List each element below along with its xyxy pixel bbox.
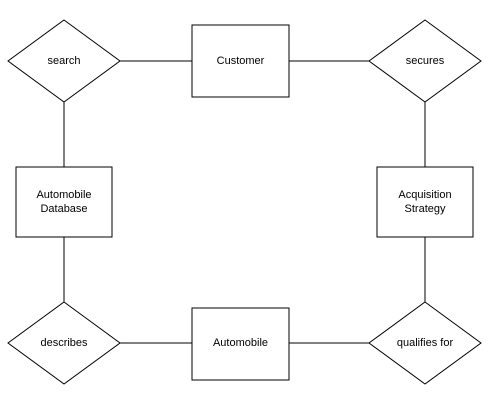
entity-acquisition-strategy[interactable]: Acquisition Strategy	[376, 166, 474, 238]
entity-acquisition-strategy-label: Acquisition	[398, 189, 451, 201]
relationship-describes-label: describes	[40, 337, 88, 349]
relationship-qualifies-for-label: qualifies for	[397, 337, 454, 349]
relationship-secures[interactable]: secures	[368, 19, 482, 103]
relationship-describes-diamond	[7, 301, 121, 385]
relationship-secures-diamond	[368, 19, 482, 103]
entity-automobile-database-label: Automobile	[36, 189, 91, 201]
entity-automobile-box	[191, 307, 290, 381]
relationship-secures-label: secures	[406, 55, 445, 67]
relationship-describes[interactable]: describes	[7, 301, 121, 385]
relationship-search-diamond	[7, 19, 121, 103]
relationship-qualifies-for-diamond	[368, 301, 482, 385]
entity-acquisition-strategy-label-line2: Strategy	[405, 203, 446, 215]
entity-automobile-database-box	[15, 166, 113, 238]
relationship-qualifies-for[interactable]: qualifies for	[368, 301, 482, 385]
entity-customer-box	[191, 24, 290, 98]
entity-customer[interactable]: Customer	[191, 24, 290, 98]
entity-automobile-database-label-line2: Database	[40, 203, 87, 215]
relationship-search[interactable]: search	[7, 19, 121, 103]
entity-automobile[interactable]: Automobile	[191, 307, 290, 381]
entity-automobile-database[interactable]: Automobile Database	[15, 166, 113, 238]
entity-automobile-label: Automobile	[213, 337, 268, 349]
relationship-search-label: search	[47, 55, 80, 67]
entity-customer-label: Customer	[217, 55, 265, 67]
entity-acquisition-strategy-box	[376, 166, 474, 238]
